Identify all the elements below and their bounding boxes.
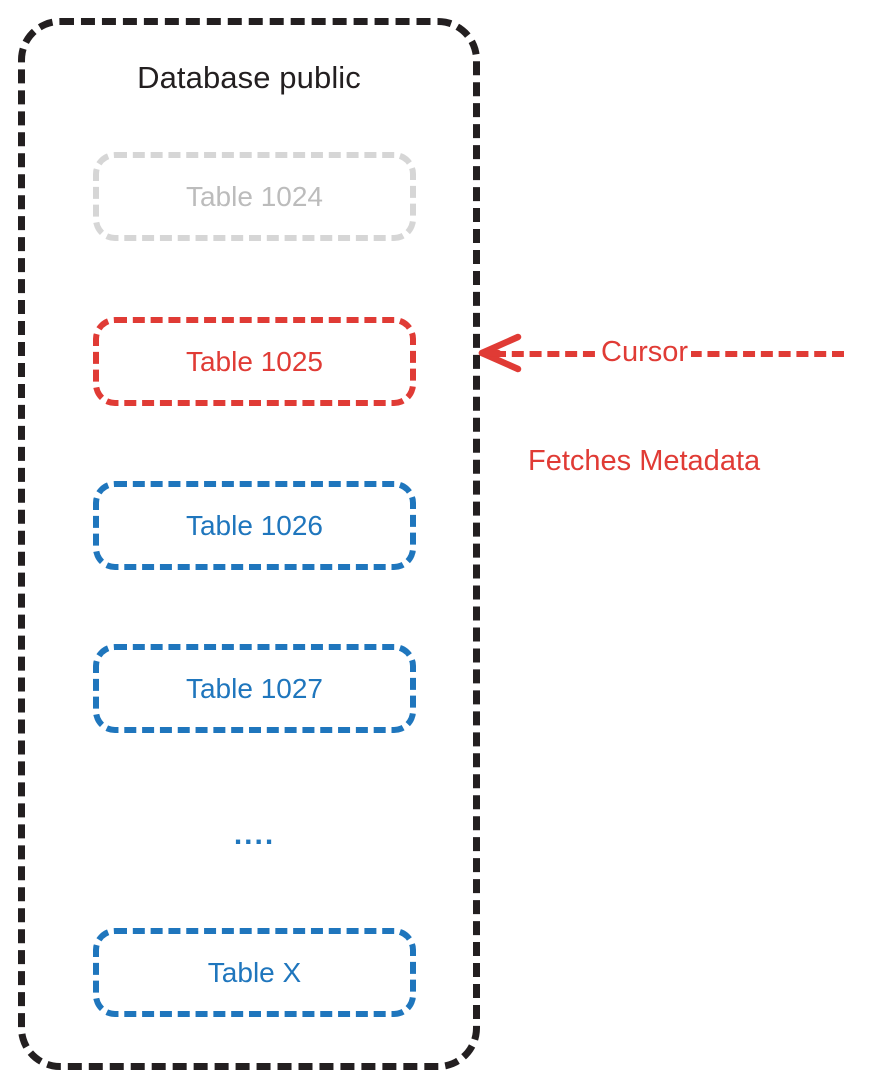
fetches-metadata-label: Fetches Metadata [528,445,761,477]
table-label-1024: Table 1024 [185,180,323,212]
table-box-1027[interactable]: Table 1027 [93,644,416,733]
ellipsis-indicator: .... [233,818,276,851]
database-container [18,18,480,1070]
table-box-1024[interactable]: Table 1024 [93,152,416,241]
table-label-1025: Table 1025 [185,345,323,377]
cursor-label: Cursor [598,333,692,371]
arrow-left-icon [478,333,522,373]
table-label-1027: Table 1027 [185,672,323,704]
table-box-x[interactable]: Table X [93,928,416,1017]
table-label-x: Table X [207,956,302,988]
table-label-1026: Table 1026 [185,509,323,541]
cursor-annotation: Cursor [478,330,858,376]
database-title: Database public [137,60,361,95]
table-box-1025[interactable]: Table 1025 [93,317,416,406]
table-box-1026[interactable]: Table 1026 [93,481,416,570]
